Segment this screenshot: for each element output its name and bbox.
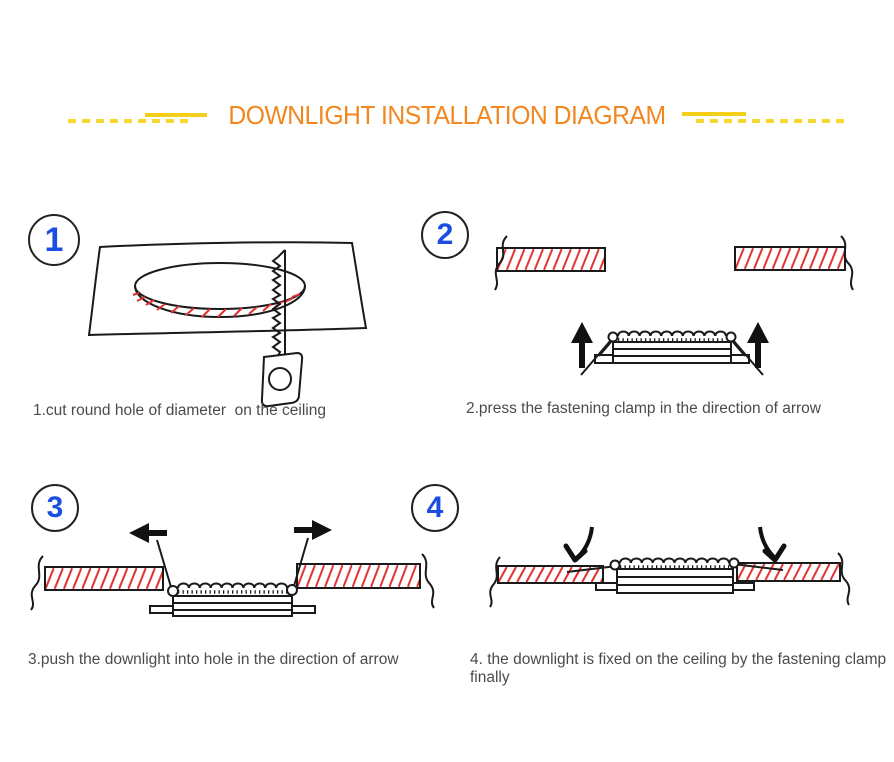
step-4-number-badge: 4	[411, 484, 459, 532]
fastening-clamp-left	[580, 339, 612, 376]
title-right-solid-line	[682, 112, 746, 116]
step-1-illustration	[87, 241, 368, 408]
page-title: DOWNLIGHT INSTALLATION DIAGRAM	[228, 100, 666, 130]
step-4-caption: 4. the downlight is fixed on the ceiling…	[470, 651, 891, 686]
spring-coil	[177, 582, 288, 589]
downlight-fixture	[580, 330, 764, 376]
title-right-dashed-line	[696, 119, 846, 123]
step-4-number: 4	[426, 491, 444, 524]
clamp-closing-arrows	[563, 526, 787, 563]
ceiling-cross-section-right	[734, 235, 854, 291]
step-3-number-badge: 3	[31, 484, 79, 532]
press-arrows	[571, 322, 769, 368]
step-3-caption: 3.push the downlight into hole in the di…	[28, 651, 399, 668]
clamp-pivot-left	[167, 585, 179, 597]
right-arrow-icon	[294, 520, 332, 540]
push-arrows	[129, 520, 332, 543]
left-arrow-icon	[129, 523, 167, 543]
round-hole	[132, 262, 306, 318]
curved-down-arrow-icon	[758, 526, 787, 563]
title-left-solid-line	[145, 113, 207, 117]
clamp-pivot-right	[728, 557, 740, 569]
break-line	[840, 235, 854, 291]
clamp-pivot-right	[286, 584, 298, 596]
ceiling-cross-section-left	[489, 556, 604, 608]
ceiling-cross-section-left	[494, 235, 606, 291]
spring-coil	[619, 557, 730, 564]
step-2-illustration	[494, 235, 854, 376]
break-line	[489, 556, 501, 608]
ceiling-cross-section-right	[736, 552, 851, 606]
title-left-dashed-line	[68, 119, 190, 123]
fastening-clamp-right	[732, 563, 784, 571]
saw-icon	[260, 249, 304, 408]
fastening-clamp-left	[566, 565, 618, 573]
clamp-pivot-left	[609, 559, 621, 571]
step-1-number: 1	[44, 220, 64, 259]
step-2-number-badge: 2	[421, 211, 469, 259]
break-line	[421, 553, 435, 609]
step-3-number: 3	[46, 491, 64, 524]
step-3-illustration	[30, 520, 435, 617]
fastening-clamp-left	[156, 539, 172, 588]
break-line	[30, 555, 44, 611]
downlight-fixture	[566, 557, 784, 594]
step-1-caption: 1.cut round hole of diameter on the ceil…	[33, 402, 326, 419]
step-2-caption: 2.press the fastening clamp in the direc…	[466, 400, 821, 417]
ceiling-cross-section-right	[296, 553, 435, 609]
up-arrow-icon	[571, 322, 593, 368]
fastening-clamp-right	[293, 537, 309, 587]
downlight-fixture	[149, 537, 316, 617]
step-1-number-badge: 1	[28, 214, 80, 266]
step-4-illustration	[489, 526, 851, 608]
break-line	[837, 552, 851, 606]
fastening-clamp-right	[732, 339, 764, 376]
step-2-number: 2	[436, 218, 454, 251]
curved-down-arrow-icon	[563, 526, 594, 563]
spring-coil	[617, 330, 727, 337]
up-arrow-icon	[747, 322, 769, 368]
ceiling-cross-section-left	[30, 555, 164, 611]
break-line	[494, 235, 508, 291]
